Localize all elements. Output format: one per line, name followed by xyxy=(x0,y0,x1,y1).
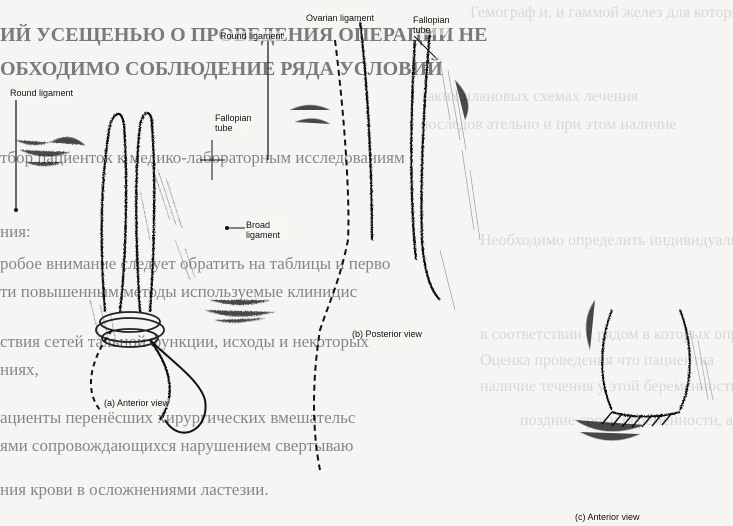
label-ovarian-ligament: Ovarian ligament xyxy=(306,13,374,23)
caption-anterior-view-c: (c) Anterior view xyxy=(575,512,640,522)
uterus-posterior-view-b xyxy=(360,20,440,300)
tissue-shading-b xyxy=(290,60,480,310)
label-round-ligament-left: Round ligament xyxy=(10,88,73,98)
caption-posterior-view-b: (b) Posterior view xyxy=(352,329,422,339)
label-fallopian-tube-mid: Fallopian tube xyxy=(215,113,251,133)
caption-anterior-view-a: (a) Anterior view xyxy=(104,398,169,408)
uterus-anterior-view-c xyxy=(602,310,690,417)
label-round-ligament-top: Round ligament xyxy=(220,31,283,41)
tissue-shading-c xyxy=(575,300,713,441)
fallopian-tube-pointer-top xyxy=(414,36,436,58)
label-fallopian-tube-top: Fallopian tube xyxy=(413,15,449,35)
ligament-dashed-b xyxy=(314,40,348,470)
uterus-anterior-view-a xyxy=(102,113,170,420)
label-broad-ligament: Broad ligament xyxy=(246,220,290,240)
